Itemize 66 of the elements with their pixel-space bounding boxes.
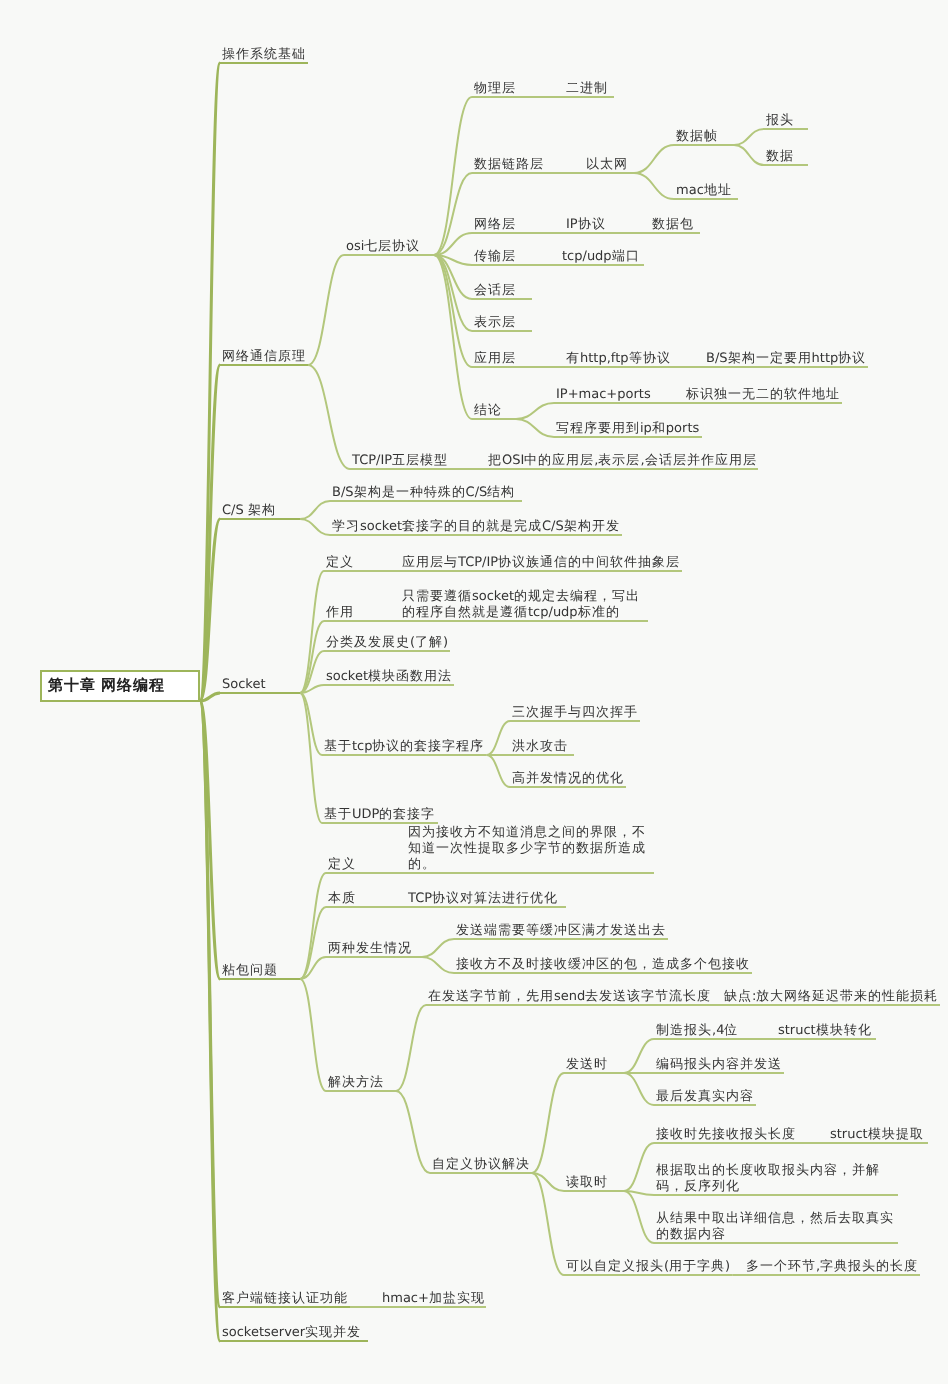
branch-line <box>531 264 561 266</box>
branch-line <box>299 500 331 520</box>
branch-line <box>753 1038 777 1040</box>
branch-line <box>385 906 407 908</box>
branch-line <box>421 938 455 958</box>
branch-line <box>623 1190 655 1196</box>
branch-line <box>299 650 325 694</box>
branch-line <box>551 172 585 174</box>
branch-line <box>395 1090 431 1174</box>
branch-line <box>485 754 511 788</box>
branch-line <box>421 956 455 974</box>
branch-line <box>433 254 473 368</box>
branch-line <box>433 254 473 266</box>
branch-line <box>307 364 351 470</box>
branch-line <box>623 232 651 234</box>
branch-line <box>485 720 511 756</box>
branch-line <box>379 620 401 622</box>
branch-line <box>198 700 222 980</box>
branch-line <box>307 254 345 366</box>
branch-line <box>433 254 473 420</box>
branch-line <box>623 1072 655 1074</box>
branch-line <box>433 172 473 256</box>
branch-line <box>531 1072 565 1174</box>
branch-line <box>623 1038 655 1074</box>
branch-line <box>807 1142 829 1144</box>
branch-line <box>299 620 325 694</box>
branch-line <box>433 254 473 332</box>
branch-line <box>531 1172 565 1276</box>
branch-line <box>531 96 565 98</box>
branch-line <box>299 518 331 536</box>
branch-line <box>299 692 323 824</box>
branch-line <box>633 172 675 200</box>
branch-line <box>433 232 473 256</box>
branch-line <box>349 1306 381 1308</box>
branch-line <box>515 402 555 420</box>
branch-line <box>653 402 685 404</box>
branch-line <box>623 1072 655 1106</box>
branch-line <box>379 570 401 572</box>
branch-line <box>531 1172 565 1192</box>
branch-line <box>299 906 327 980</box>
branch-line <box>633 144 675 174</box>
branch-line <box>299 978 327 1092</box>
branch-line <box>485 754 511 756</box>
branch-line <box>531 232 565 234</box>
branch-line <box>712 1004 723 1006</box>
branch-line <box>515 418 555 438</box>
branch-line <box>299 956 327 980</box>
branch-line <box>433 254 473 300</box>
branch-line <box>459 468 487 470</box>
branch-line <box>299 684 325 694</box>
branch-line <box>623 1190 655 1244</box>
branch-line <box>531 366 565 368</box>
branch-line <box>299 872 327 980</box>
branch-line <box>198 518 222 702</box>
branch-line <box>733 144 765 166</box>
branch-line <box>199 691 221 703</box>
branch-line <box>395 1004 427 1092</box>
branch-line <box>433 96 473 256</box>
branch-line <box>385 872 407 874</box>
branch-line <box>733 128 765 146</box>
branch-line <box>683 366 705 368</box>
branch-line <box>731 1274 745 1276</box>
branch-line <box>299 692 323 756</box>
branch-line <box>198 364 222 702</box>
branch-line <box>623 1142 655 1192</box>
branch-line <box>299 570 325 694</box>
